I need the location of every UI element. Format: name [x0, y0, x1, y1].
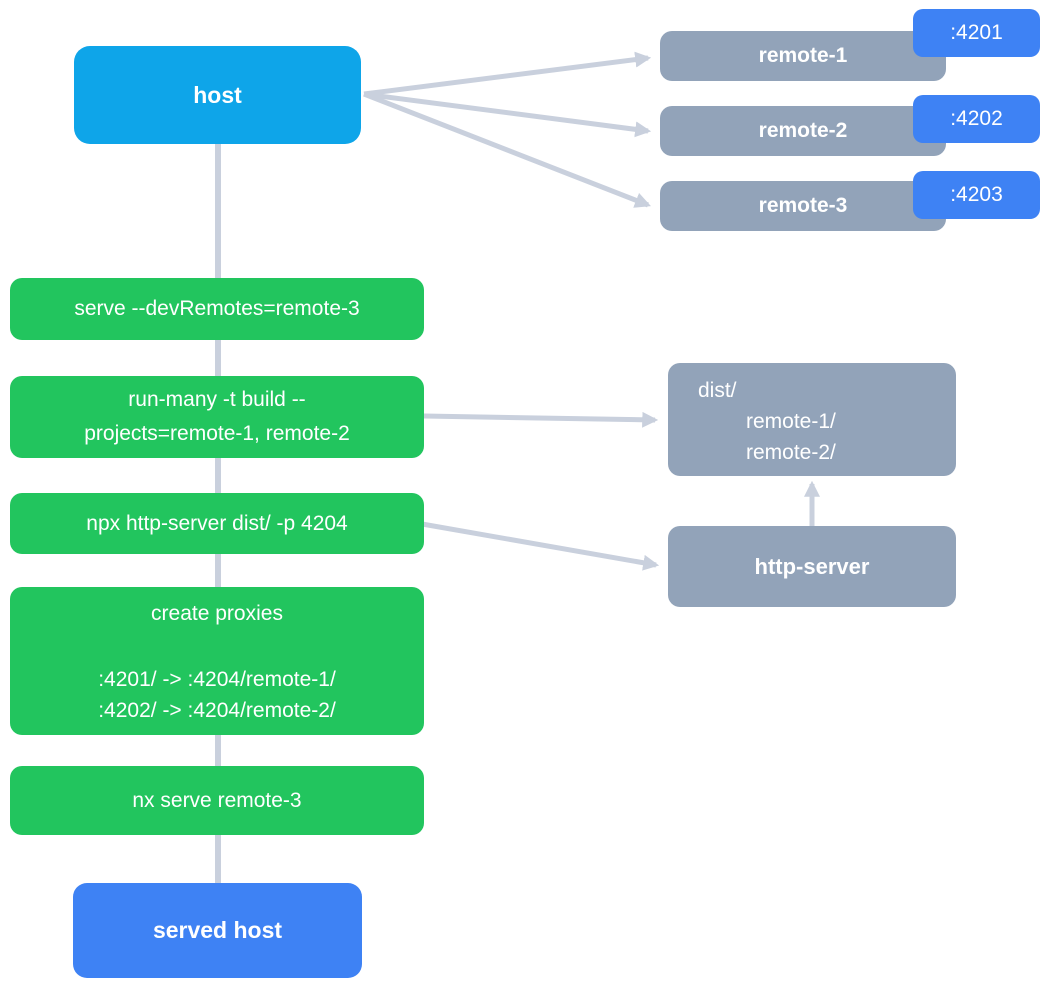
- served-host-label: served host: [152, 917, 283, 943]
- remote-3-label: remote-3: [758, 194, 848, 217]
- step-run-many-build: run-many -t build -- projects=remote-1, …: [10, 376, 424, 458]
- dist-folder-node: dist/ remote-1/ remote-2/: [668, 363, 956, 476]
- npx-command-label: npx http-server dist/ -p 4204: [86, 511, 348, 535]
- arrow-build-dist: [423, 411, 659, 428]
- arrow-host-remote-1: [363, 51, 652, 97]
- http-server-node: http-server: [668, 526, 956, 607]
- dist-root-label: dist/: [698, 379, 737, 402]
- host-node: host: [74, 46, 361, 144]
- host-label: host: [193, 81, 242, 108]
- proxy-rule-4202: :4202/ -> :4204/remote-2/: [98, 699, 336, 723]
- serve-command-label: serve --devRemotes=remote-3: [74, 297, 360, 320]
- step-npx-http-server: npx http-server dist/ -p 4204: [10, 493, 424, 554]
- run-many-line-1: run-many -t build --: [128, 387, 306, 411]
- arrow-npx-http-server: [421, 521, 660, 571]
- nx-serve-command-label: nx serve remote-3: [132, 788, 302, 812]
- run-many-line-2: projects=remote-1, remote-2: [84, 422, 350, 445]
- step-create-proxies: create proxies :4201/ -> :4204/remote-1/…: [10, 587, 424, 735]
- port-4203-label: :4203: [950, 183, 1003, 206]
- step-nx-serve-remote-3: nx serve remote-3: [10, 766, 424, 835]
- arrow-host-remote-2: [363, 91, 652, 138]
- port-4201-label: :4201: [950, 21, 1003, 44]
- http-server-label: http-server: [754, 553, 870, 579]
- port-4202-label: :4202: [950, 107, 1003, 130]
- remote-2-node: remote-2: [660, 106, 946, 156]
- remote-1-label: remote-1: [758, 44, 848, 67]
- remote-1-node: remote-1: [660, 31, 946, 81]
- port-badge-4202: :4202: [913, 95, 1040, 143]
- served-host-node: served host: [73, 883, 362, 978]
- arrow-host-remote-3: [363, 91, 651, 208]
- remote-3-node: remote-3: [660, 181, 946, 231]
- port-badge-4203: :4203: [913, 171, 1040, 219]
- port-badge-4201: :4201: [913, 9, 1040, 57]
- proxy-rule-4201: :4201/ -> :4204/remote-1/: [98, 668, 336, 691]
- create-proxies-title: create proxies: [151, 602, 283, 625]
- remote-2-label: remote-2: [758, 119, 848, 142]
- step-serve-dev-remotes: serve --devRemotes=remote-3: [10, 278, 424, 340]
- dist-remote-1-label: remote-1/: [746, 410, 836, 433]
- dist-remote-2-label: remote-2/: [746, 441, 836, 464]
